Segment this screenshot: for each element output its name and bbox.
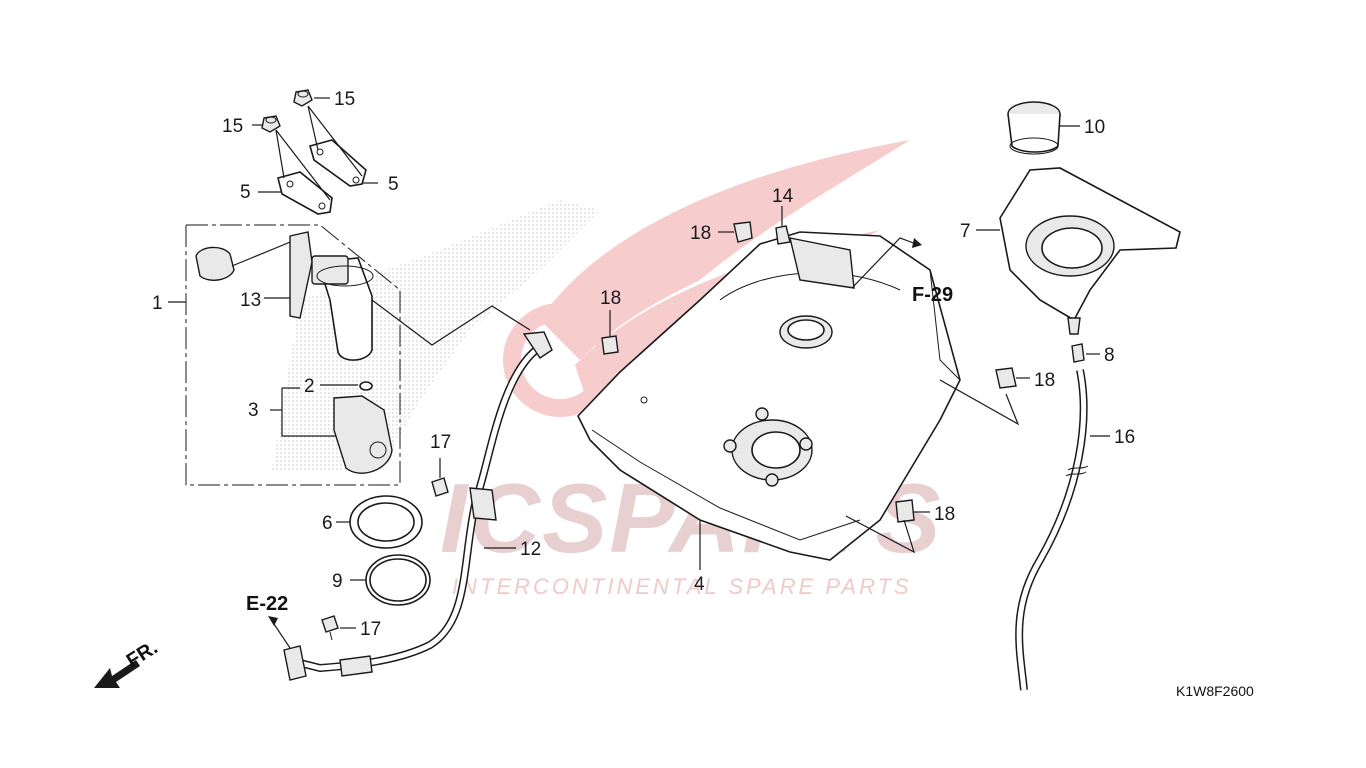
bolt-18-mid-left [601, 310, 619, 355]
callout-label: 15 [222, 116, 243, 137]
setting-plate-lower [277, 171, 333, 215]
callout-label: 14 [772, 186, 794, 207]
callout-label: 9 [332, 571, 343, 592]
bolt-17-upper [431, 458, 449, 497]
drain-tube-16 [1015, 343, 1110, 691]
fuel-filler-cap [1007, 101, 1080, 155]
o-ring-small [359, 381, 373, 391]
callout-label: 5 [240, 182, 251, 203]
reference-f29[interactable]: F-29 [912, 284, 953, 306]
bolt-18-right [939, 367, 1030, 426]
front-direction-arrow [94, 660, 140, 688]
clip-14 [775, 206, 791, 245]
fuel-tank [577, 231, 961, 570]
drawing-code: K1W8F2600 [1176, 683, 1254, 699]
pump-connector-part [311, 255, 349, 285]
callout-label: 13 [240, 290, 261, 311]
callout-label: 17 [360, 619, 381, 640]
watermark-tagline: INTERCONTINENTAL SPARE PARTS [452, 574, 912, 599]
callout-label: 17 [430, 432, 451, 453]
callout-label: 7 [960, 221, 971, 242]
setting-plate-upper [309, 139, 367, 187]
callout-label: 3 [248, 400, 259, 421]
callout-label: 18 [690, 223, 711, 244]
nut-15-right [293, 89, 313, 107]
callout-label: 18 [600, 288, 621, 309]
setting-plates [252, 89, 378, 215]
reference-e22[interactable]: E-22 [246, 593, 288, 615]
bolt-18-top [718, 221, 753, 243]
callout-label: 6 [322, 513, 333, 534]
callout-label: 10 [1084, 117, 1105, 138]
callout-label: 8 [1104, 345, 1115, 366]
callout-label: 1 [152, 293, 163, 314]
strainer-part [333, 395, 393, 474]
callout-label: 12 [520, 539, 541, 560]
callout-label: 18 [1034, 370, 1055, 391]
fuel-hose-12 [268, 331, 553, 681]
o-ring-9 [350, 554, 431, 606]
callout-label: 2 [304, 376, 315, 397]
callout-label: 16 [1114, 427, 1135, 448]
callout-label: 5 [388, 174, 399, 195]
filler-tray-7 [976, 167, 1181, 335]
callout-label: 18 [934, 504, 955, 525]
wing-dots-shape [272, 200, 600, 470]
nut-15-left [261, 115, 281, 133]
callout-label: 4 [694, 574, 705, 595]
tank-body [577, 231, 961, 561]
bolt-17-lower [321, 615, 356, 641]
group-outline-box [185, 224, 401, 486]
bolt-18-lower [845, 499, 930, 554]
fuel-pump-assembly [168, 224, 531, 486]
callout-labels: 1 2 3 4 5 5 6 7 8 9 10 12 13 14 15 15 16… [152, 89, 1135, 640]
callout-label: 15 [334, 89, 355, 110]
gasket-6 [336, 495, 423, 549]
float-part [195, 246, 235, 281]
sender-unit-part [289, 231, 313, 319]
